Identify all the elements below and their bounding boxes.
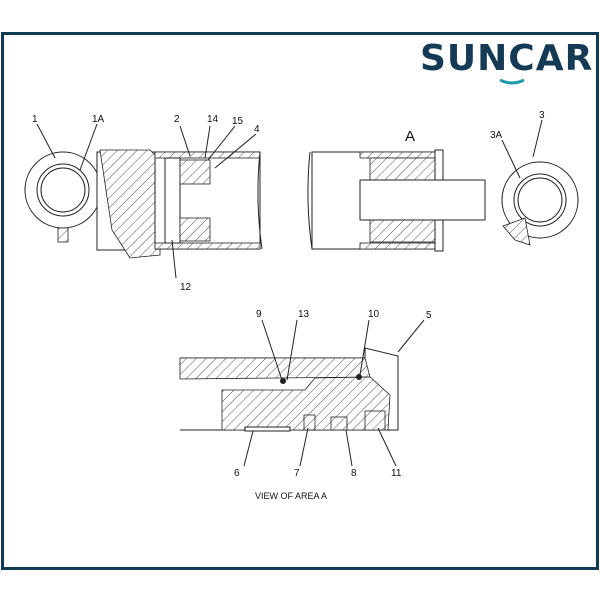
- callout-5: 5: [426, 310, 432, 321]
- logo-text: SUNCAR: [420, 38, 593, 79]
- detail-view-area-a: 9 13 10 5 6 7 8 11 VIEW OF AREA A: [179, 309, 432, 501]
- callout-3: 3: [539, 110, 545, 121]
- callout-8: 8: [351, 468, 357, 479]
- callout-7: 7: [294, 468, 300, 479]
- callout-10: 10: [368, 309, 380, 320]
- callout-3a: 3A: [490, 130, 503, 141]
- callout-11: 11: [391, 468, 402, 479]
- cylinder-assembly: [24, 149, 579, 259]
- main-callouts: 1 1A 2 14 15 4 12 3 3A A: [32, 110, 545, 293]
- callout-6: 6: [234, 468, 240, 479]
- callout-2: 2: [174, 114, 180, 125]
- detail-view-title: VIEW OF AREA A: [255, 491, 327, 501]
- callout-9: 9: [256, 309, 262, 320]
- area-a-marker: A: [405, 128, 415, 145]
- logo-arc-icon: [499, 78, 525, 85]
- callout-14: 14: [207, 114, 219, 125]
- callout-1a: 1A: [92, 114, 105, 125]
- suncar-logo: SUNCAR: [420, 38, 593, 85]
- callout-13: 13: [298, 309, 310, 320]
- callout-15: 15: [232, 116, 244, 127]
- diagram-frame: [1, 32, 599, 570]
- callout-4: 4: [254, 124, 260, 135]
- callout-12: 12: [180, 282, 192, 293]
- callout-1: 1: [32, 114, 38, 125]
